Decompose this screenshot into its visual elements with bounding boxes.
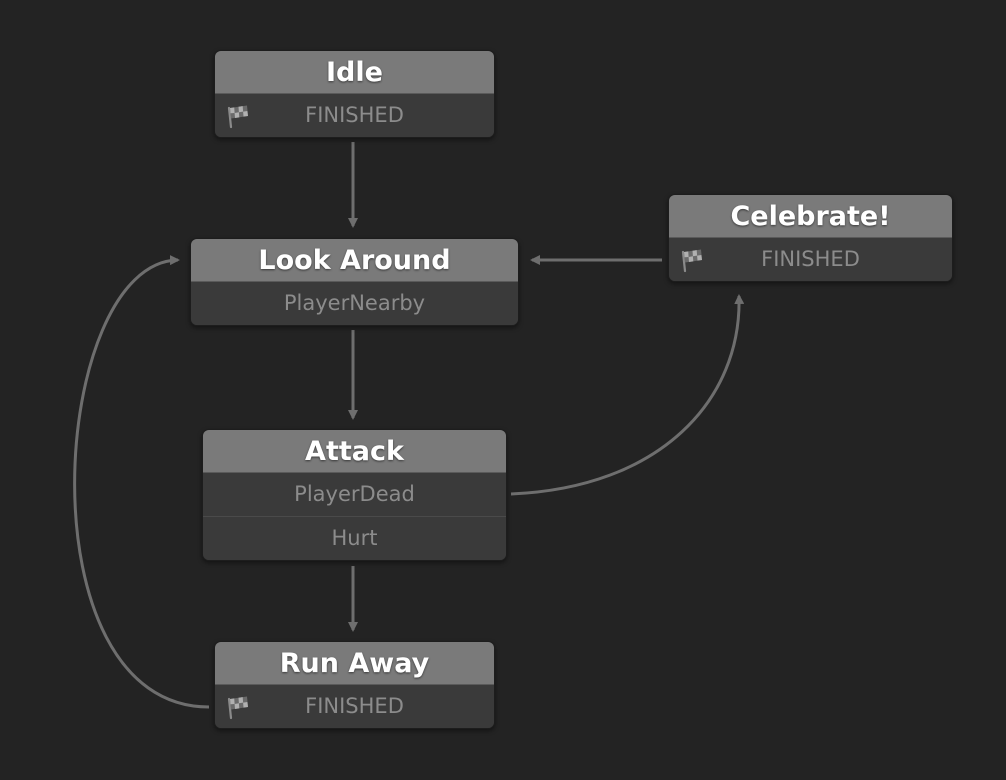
finish-flag-icon — [227, 696, 248, 720]
finish-flag-icon — [227, 105, 248, 129]
transition-event-label: FINISHED — [305, 694, 404, 718]
state-title: Celebrate! — [669, 195, 952, 238]
state-title: Idle — [215, 51, 494, 94]
edge-run-away-to-look-around — [73, 255, 210, 709]
state-title: Look Around — [191, 239, 518, 282]
state-title: Run Away — [215, 642, 494, 685]
transition-player-nearby[interactable]: PlayerNearby — [191, 282, 518, 325]
transition-hurt[interactable]: Hurt — [203, 516, 506, 560]
transition-finished[interactable]: FINISHED — [669, 238, 952, 281]
transition-player-dead[interactable]: PlayerDead — [203, 473, 506, 516]
transition-event-label: FINISHED — [305, 103, 404, 127]
state-title: Attack — [203, 430, 506, 473]
state-look-around[interactable]: Look Around PlayerNearby — [190, 238, 519, 326]
finish-flag-icon — [681, 249, 702, 273]
transition-finished[interactable]: FINISHED — [215, 685, 494, 728]
state-celebrate[interactable]: Celebrate! FINISHED — [668, 194, 953, 282]
state-run-away[interactable]: Run Away FINISHED — [214, 641, 495, 729]
state-attack[interactable]: Attack PlayerDead Hurt — [202, 429, 507, 561]
transition-event-label: PlayerNearby — [283, 291, 426, 315]
state-idle[interactable]: Idle FINISHED — [214, 50, 495, 138]
transition-event-label: Hurt — [331, 526, 378, 550]
transition-finished[interactable]: FINISHED — [215, 94, 494, 137]
transition-event-label: FINISHED — [761, 247, 860, 271]
transition-event-label: PlayerDead — [294, 482, 415, 506]
edge-attack-to-celebrate — [510, 294, 745, 496]
